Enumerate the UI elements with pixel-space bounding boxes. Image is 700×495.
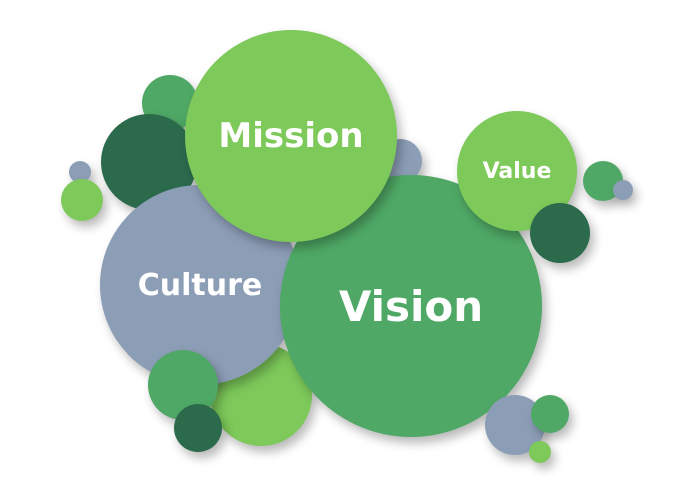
dark-green-bubble-bottom-left: [174, 404, 222, 452]
mission-circle: Mission: [185, 30, 397, 242]
value-label: Value: [482, 158, 552, 184]
mission-label: Mission: [218, 116, 364, 156]
vision-label: Vision: [338, 281, 484, 331]
light-green-bubble-bottom-right: [529, 441, 551, 463]
gray-bubble-right: [613, 180, 633, 200]
small-green-bubble: [61, 179, 103, 221]
dark-green-bubble-right: [530, 203, 590, 263]
small-gray-bubble: [69, 161, 91, 183]
green-bubble-bottom-right: [531, 395, 569, 433]
culture-label: Culture: [137, 267, 263, 303]
